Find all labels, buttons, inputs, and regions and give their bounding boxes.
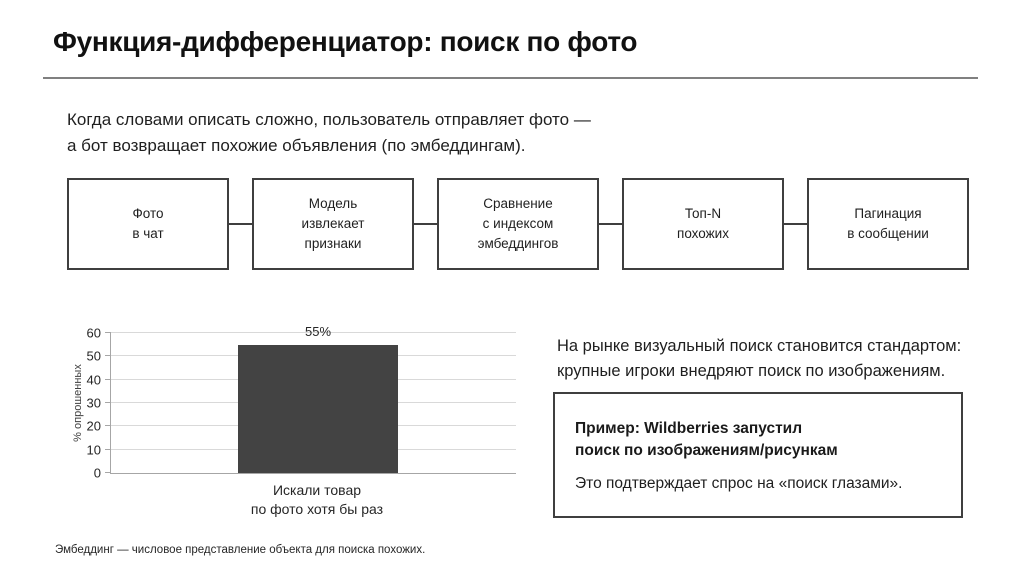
flow-step-compare-embedding-index: Сравнение с индексом эмбеддингов [437,178,599,270]
x-category-label: Искали товар по фото хотя бы раз [250,482,384,517]
y-tick-mark [105,425,111,427]
market-line-2: крупные игроки внедряют поиск по изображ… [557,362,946,380]
gridline [111,332,516,333]
intro-line-1: Когда словами описать сложно, пользовате… [67,110,591,129]
flow-connector [229,223,252,225]
flow-step-top-n-similar: Топ-N похожих [622,178,784,270]
pipeline-flow-diagram: Фото в чат Модель извлекает признаки Сра… [67,178,969,270]
bar-value-label: 55% [304,323,332,339]
intro-text: Когда словами описать сложно, пользовате… [67,107,591,159]
market-trend-text: На рынке визуальный поиск становится ста… [557,334,961,384]
flow-connector [414,223,437,225]
chart-plot-area: 55% 0 10 20 30 40 50 60 [87,324,516,481]
y-axis-title: % опрошенных [72,364,84,442]
title-divider [43,77,978,79]
y-tick-label: 40 [86,372,101,388]
y-tick-label: 60 [86,325,101,341]
example-heading-line-2: поиск по изображениям/рисункам [575,442,838,459]
y-tick-label: 0 [93,465,101,481]
example-callout-box: Пример: Wildberries запустил поиск по из… [553,392,963,518]
market-line-1: На рынке визуальный поиск становится ста… [557,337,962,355]
intro-line-2: а бот возвращает похожие объявления (по … [67,136,526,155]
y-tick-mark [105,355,111,357]
y-tick-label: 20 [86,418,101,434]
footnote-embedding-definition: Эмбеддинг — числовое представление объек… [55,544,426,556]
y-tick-mark [105,332,111,333]
example-body-text: Это подтверждает спрос на «поиск глазами… [575,475,903,492]
flow-step-model-extracts-features: Модель извлекает признаки [252,178,414,270]
flow-step-pagination-in-message: Пагинация в сообщении [807,178,969,270]
y-tick-mark [105,472,111,473]
y-tick-label: 50 [86,348,101,364]
page-title: Функция-дифференциатор: поиск по фото [53,26,638,57]
y-tick-label: 30 [86,395,101,411]
flow-step-photo-to-chat: Фото в чат [67,178,229,270]
y-tick-mark [105,378,111,380]
example-heading-line-1: Пример: Wildberries запустил [575,420,803,437]
y-tick-label: 10 [86,442,101,458]
y-tick-mark [105,402,111,403]
flow-connector [599,223,622,225]
y-tick-mark [105,448,111,450]
flow-connector [784,223,807,225]
bar-searched-by-photo [238,344,398,473]
